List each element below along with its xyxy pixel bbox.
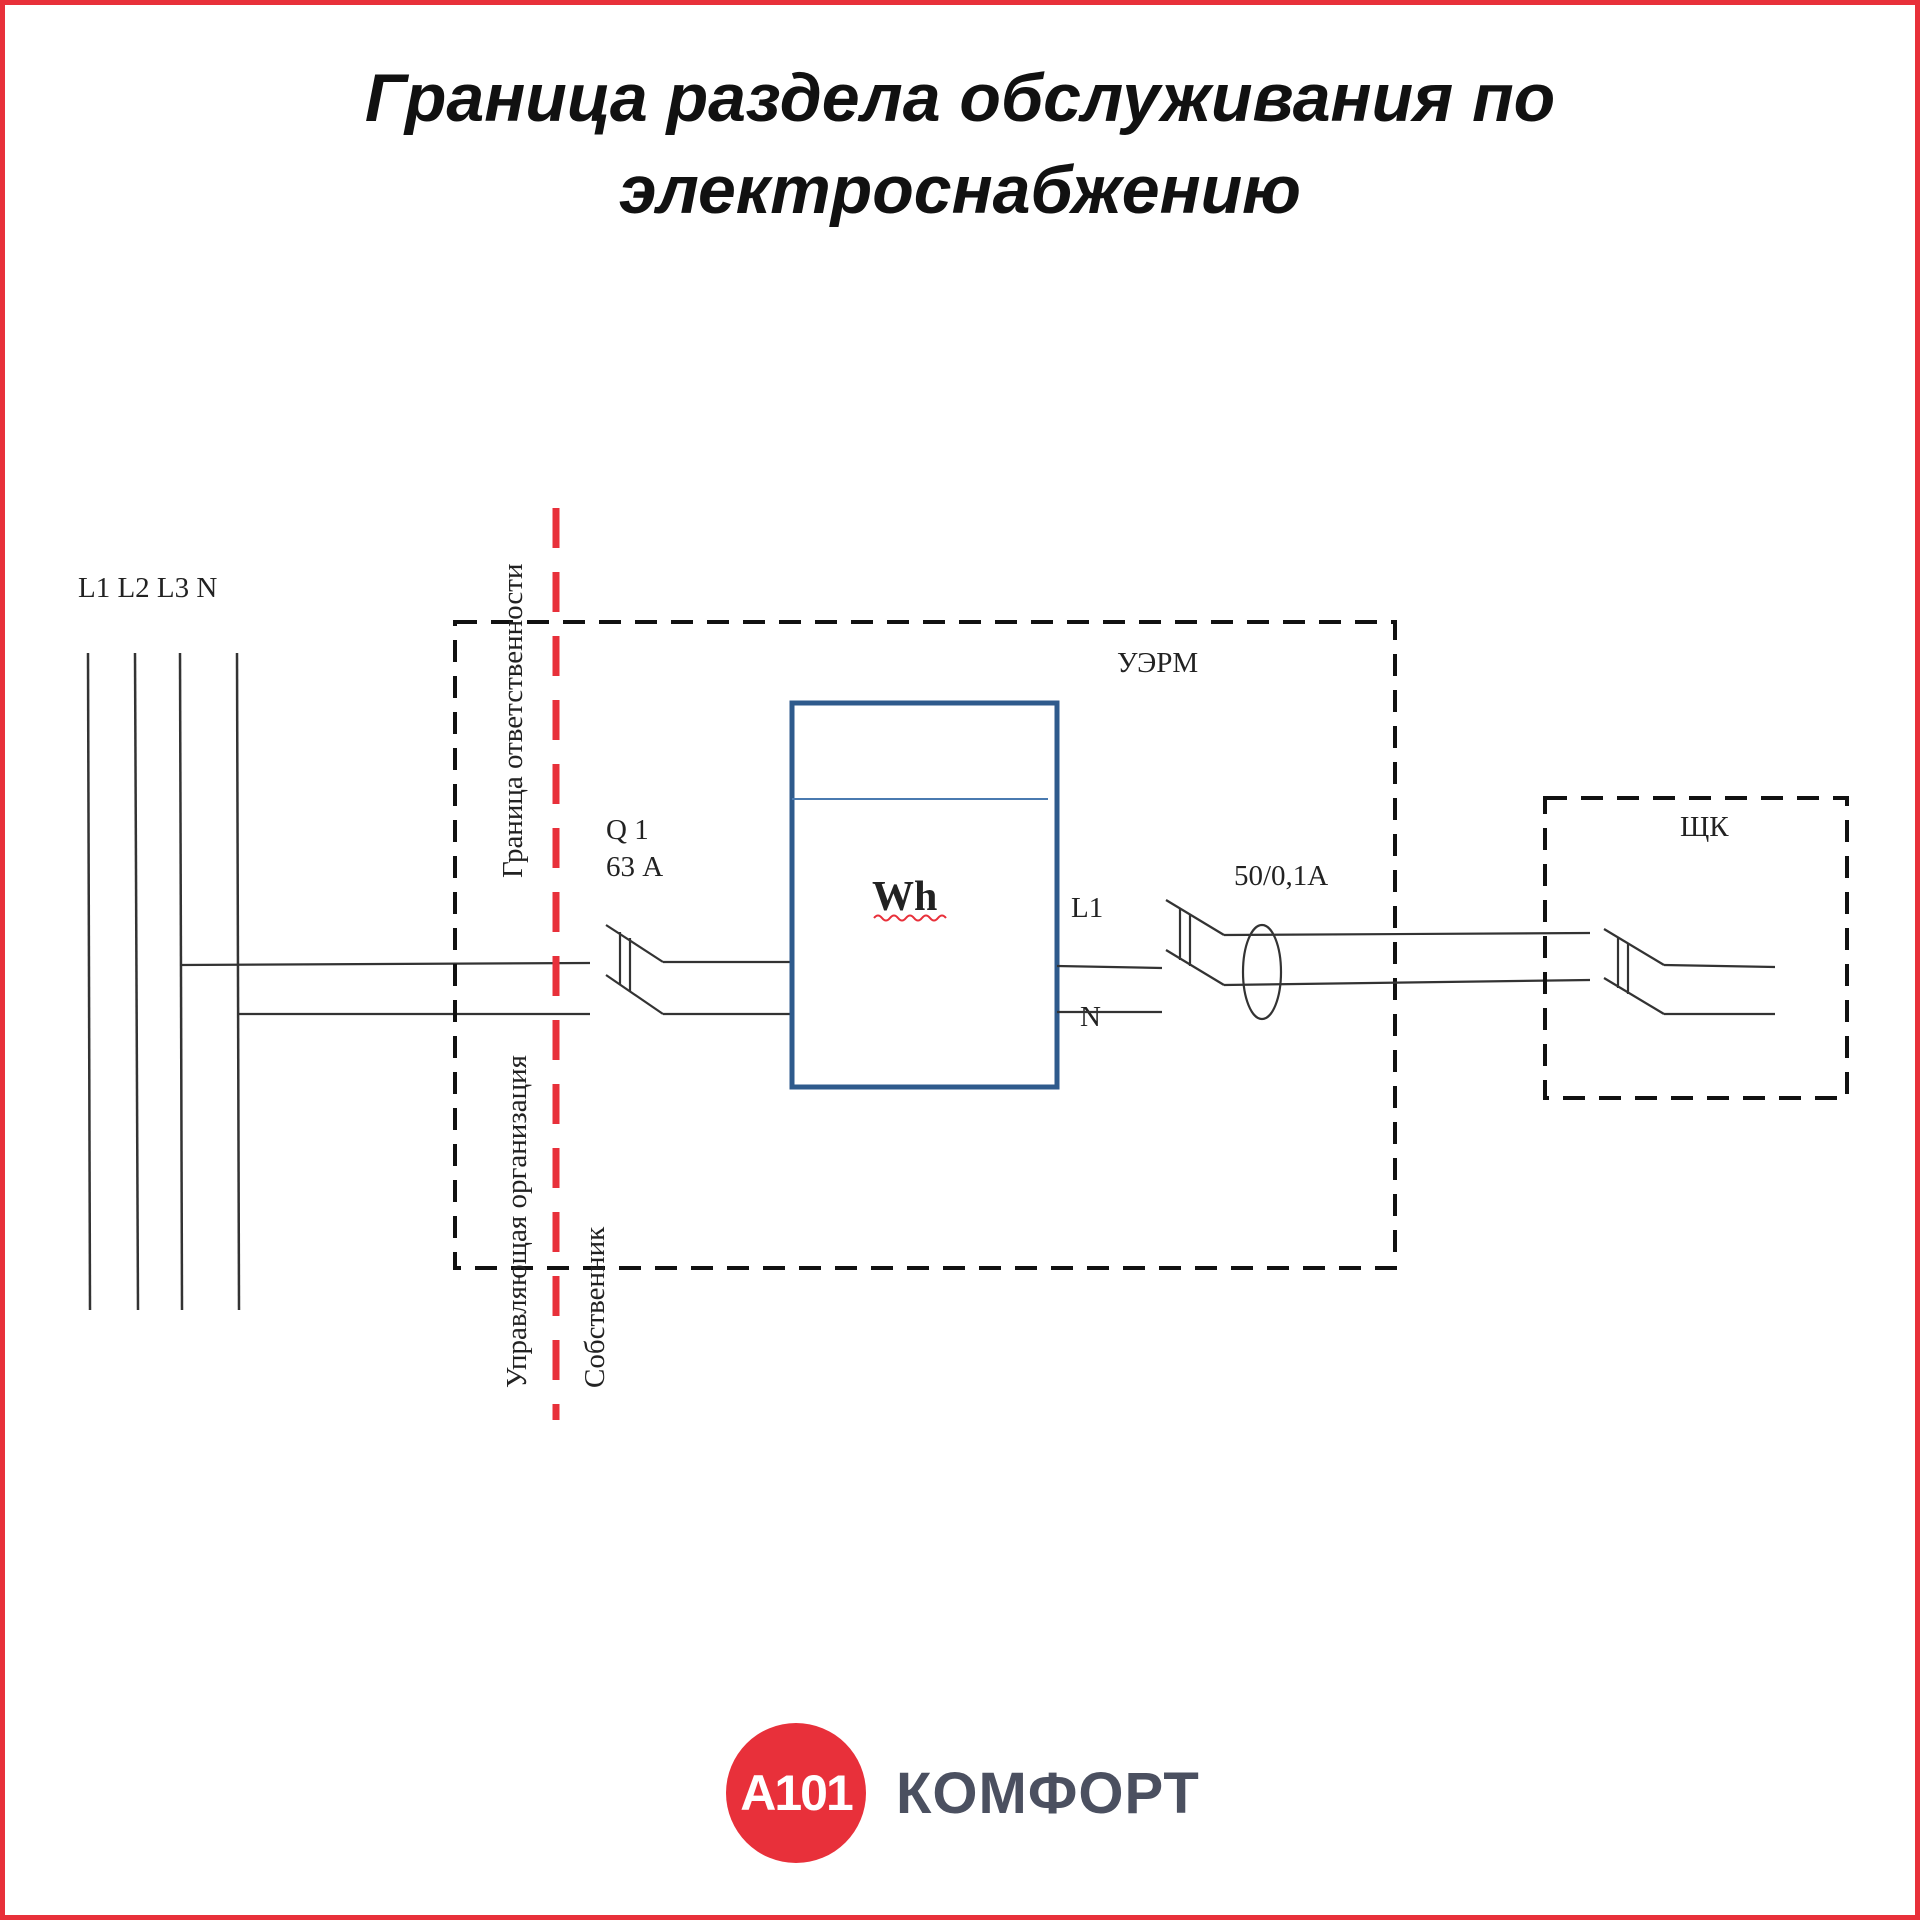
logo-name: КОМФОРТ bbox=[896, 1760, 1200, 1826]
meter-label: Wh bbox=[872, 874, 937, 920]
current-transformer bbox=[1241, 923, 1283, 1021]
meter-output-wires bbox=[1056, 964, 1163, 1014]
breaker-2 bbox=[1165, 899, 1591, 987]
management-org-label: Управляющая организация bbox=[501, 1055, 533, 1388]
bus-bar-l1 bbox=[86, 652, 92, 1311]
uerm-label: УЭРМ bbox=[1117, 647, 1198, 679]
page-title: Граница раздела обслуживания по электрос… bbox=[0, 52, 1920, 236]
ct-ratio-label: 50/0,1А bbox=[1234, 860, 1328, 892]
title-line-2: электроснабжению bbox=[619, 152, 1301, 228]
feed-wire-phase bbox=[179, 961, 591, 967]
responsibility-boundary-label: Граница ответственности bbox=[497, 564, 529, 878]
feed-wires bbox=[179, 961, 591, 1016]
breaker-q1 bbox=[605, 924, 792, 1016]
bus-bar-n bbox=[235, 652, 241, 1311]
apartment-panel-box bbox=[1543, 796, 1849, 1100]
logo-mark: А101 bbox=[726, 1723, 866, 1863]
phase-labels: L1 L2 L3 N bbox=[78, 572, 217, 604]
meter-box bbox=[789, 700, 1060, 1090]
meter-spellcheck-squiggle bbox=[873, 914, 947, 922]
meter-output-l1-label: L1 bbox=[1071, 892, 1103, 924]
meter-output-n-label: N bbox=[1080, 1001, 1101, 1033]
owner-label: Собственник bbox=[579, 1226, 611, 1388]
breaker-rating: 63 А bbox=[606, 851, 663, 883]
apartment-panel-label: ЩК bbox=[1680, 811, 1729, 843]
brand-logo: А101 КОМФОРТ bbox=[726, 1723, 1200, 1863]
panel-breaker bbox=[1603, 928, 1776, 1016]
bus-bar-l2 bbox=[133, 652, 140, 1311]
uerm-box bbox=[453, 620, 1397, 1270]
title-line-1: Граница раздела обслуживания по bbox=[364, 60, 1556, 136]
bus-bar-l3 bbox=[178, 652, 184, 1311]
bus-bars bbox=[86, 652, 241, 1311]
breaker-name: Q 1 bbox=[606, 814, 649, 846]
